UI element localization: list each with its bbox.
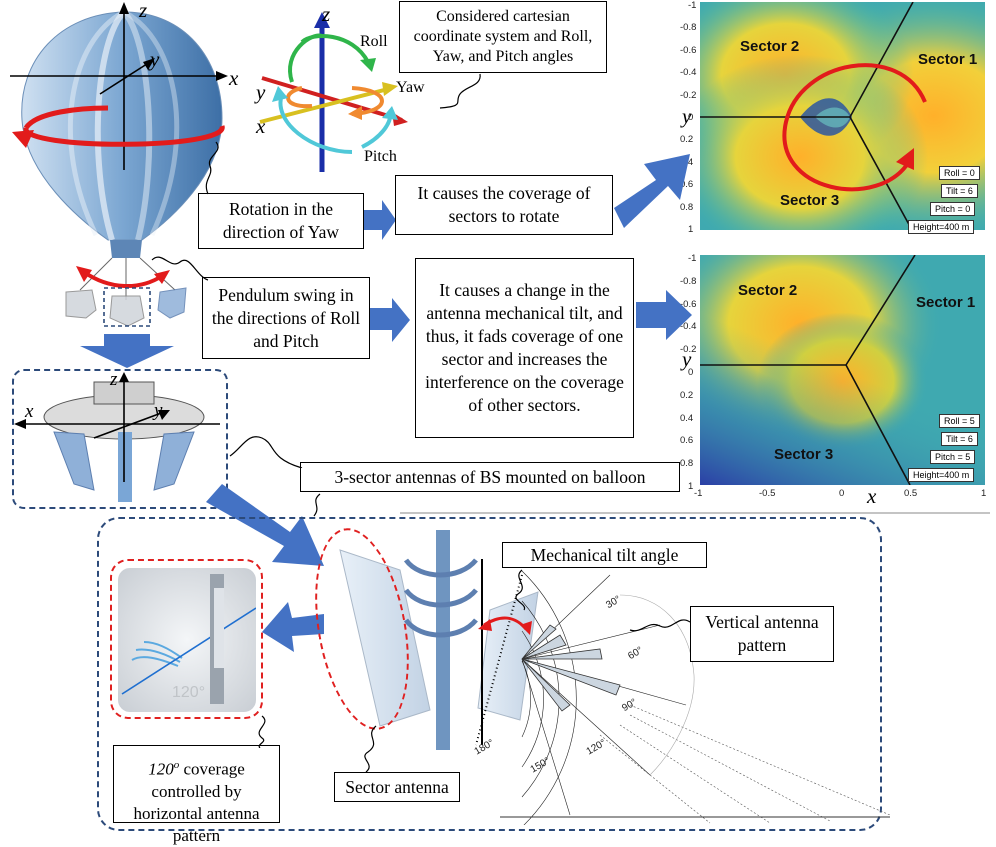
bottom-x-tick-0: -1 — [694, 488, 703, 499]
pendulum-box: Pendulum swing in the directions of Roll… — [202, 277, 370, 359]
gondola-z-label: z — [110, 369, 118, 390]
rotation-box: Rotation in the direction of Yaw — [198, 193, 364, 249]
coord-y-label: y — [256, 80, 266, 104]
callout-squiggle-rotation — [205, 141, 219, 195]
top-y-tick-10: 1 — [688, 224, 694, 235]
callout-squiggle-vertical — [629, 619, 691, 632]
coord-x-label: x — [256, 114, 266, 138]
yaw-label: Yaw — [396, 79, 425, 96]
coverage-120-box: 120o coverage controlled by horizontal a… — [113, 745, 280, 845]
top-sector-3: Sector 3 — [780, 192, 840, 209]
bottom-y-tick-3: -0.4 — [680, 321, 697, 333]
top-sector-1: Sector 1 — [918, 51, 978, 68]
gondola-illustration — [14, 372, 220, 502]
roll-label: Roll — [360, 33, 388, 50]
coverage-image-label: 120° — [172, 684, 206, 701]
coverage-120-degree: o — [173, 759, 180, 771]
top-height-label: Height=400 m — [908, 220, 975, 234]
coverage-120-value: 120 — [148, 759, 174, 779]
top-y-tick-3: -0.4 — [680, 67, 697, 79]
gondola-y-label: y — [154, 400, 163, 421]
balloon-x-label: x — [229, 66, 239, 90]
coordinate-system-illustration — [259, 12, 408, 172]
bottom-pitch-label: Pitch = 5 — [930, 450, 976, 464]
coverage-image — [118, 568, 256, 712]
arrow-right-1 — [364, 200, 396, 240]
sector-antenna-box: Sector antenna — [334, 772, 460, 802]
bottom-y-tick-2: -0.6 — [680, 298, 697, 310]
arrow-right-3 — [636, 290, 692, 340]
heatmap-top — [700, 2, 985, 230]
bottom-height-label: Height=400 m — [908, 468, 975, 482]
bottom-tilt-label: Tilt = 6 — [941, 432, 978, 446]
top-tilt-label: Tilt = 6 — [941, 184, 978, 198]
callout-squiggle — [439, 73, 481, 109]
gondola-dashed-box — [12, 369, 228, 509]
callout-squiggle-sector — [364, 725, 377, 773]
bottom-x-tick-4: 1 — [981, 488, 987, 499]
vertical-pattern-polar — [475, 570, 890, 825]
arrow-diag-down — [206, 484, 324, 566]
bottom-y-tick-10: 1 — [688, 481, 694, 492]
divider-line — [400, 512, 990, 514]
pitch-label: Pitch — [364, 148, 397, 165]
bottom-y-tick-8: 0.6 — [680, 435, 694, 447]
mech-tilt-box: Mechanical tilt angle — [502, 542, 707, 568]
top-y-tick-4: -0.2 — [680, 89, 697, 101]
bottom-y-tick-9: 0.8 — [680, 458, 694, 470]
heatmap-bottom — [700, 255, 985, 485]
bottom-y-tick-1: -0.8 — [680, 275, 697, 287]
top-y-tick-9: 0.8 — [680, 201, 694, 213]
bottom-sector-2: Sector 2 — [738, 282, 798, 299]
top-y-tick-1: -0.8 — [680, 22, 697, 34]
callout-squiggle-antennas-2 — [313, 493, 321, 517]
rotate-effect-box: It causes the coverage of sectors to rot… — [395, 175, 613, 235]
coverage-120-text: coverage controlled by horizontal antenn… — [133, 759, 260, 845]
bottom-x-tick-3: 0.5 — [904, 488, 918, 499]
coverage-image-frame — [110, 559, 263, 719]
arrow-left — [262, 602, 324, 652]
arrow-diag-up — [614, 154, 690, 228]
callout-squiggle-antennas — [229, 436, 303, 468]
tilt-indicator — [478, 559, 532, 745]
top-heatmap-y-axis: y — [682, 104, 692, 128]
top-y-tick-6: 0.2 — [680, 134, 694, 146]
tilt-effect-box: It causes a change in the antenna mechan… — [415, 258, 634, 438]
balloon-z-label: z — [139, 0, 148, 22]
bottom-heatmap-x-axis: x — [867, 484, 877, 508]
top-roll-label: Roll = 0 — [939, 166, 980, 180]
top-sector-2: Sector 2 — [740, 38, 800, 55]
bottom-y-tick-6: 0.2 — [680, 389, 694, 401]
top-y-tick-0: -1 — [688, 0, 697, 11]
callout-squiggle-tilt — [515, 569, 526, 611]
bottom-y-tick-0: -1 — [688, 253, 697, 264]
top-y-tick-8: 0.6 — [680, 179, 694, 191]
callout-squiggle-120 — [258, 715, 266, 748]
balloon-illustration — [10, 2, 228, 368]
callout-squiggle-pendulum — [151, 256, 209, 281]
antenna-detail-container — [97, 517, 882, 831]
bottom-heatmap-y-axis: y — [682, 347, 692, 371]
coord-z-label: z — [322, 2, 331, 26]
antennas-box: 3-sector antennas of BS mounted on ballo… — [300, 462, 680, 492]
bottom-y-tick-5: 0 — [688, 367, 694, 378]
gondola-x-label: x — [25, 401, 34, 422]
bottom-x-tick-1: -0.5 — [759, 488, 776, 499]
balloon-y-label: y — [150, 47, 160, 71]
top-y-tick-2: -0.6 — [680, 44, 697, 56]
bottom-sector-3: Sector 3 — [774, 446, 834, 463]
arrow-right-2 — [370, 298, 410, 342]
top-pitch-label: Pitch = 0 — [930, 202, 976, 216]
cartesian-note-box: Considered cartesian coordinate system a… — [399, 1, 607, 73]
top-y-tick-5: 0 — [688, 112, 694, 123]
bottom-y-tick-4: -0.2 — [680, 344, 697, 356]
bottom-sector-1: Sector 1 — [916, 294, 976, 311]
vertical-pattern-box: Vertical antenna pattern — [690, 606, 834, 662]
bottom-roll-label: Roll = 5 — [939, 414, 980, 428]
bottom-y-tick-7: 0.4 — [680, 412, 694, 424]
bottom-x-tick-2: 0 — [839, 488, 845, 499]
